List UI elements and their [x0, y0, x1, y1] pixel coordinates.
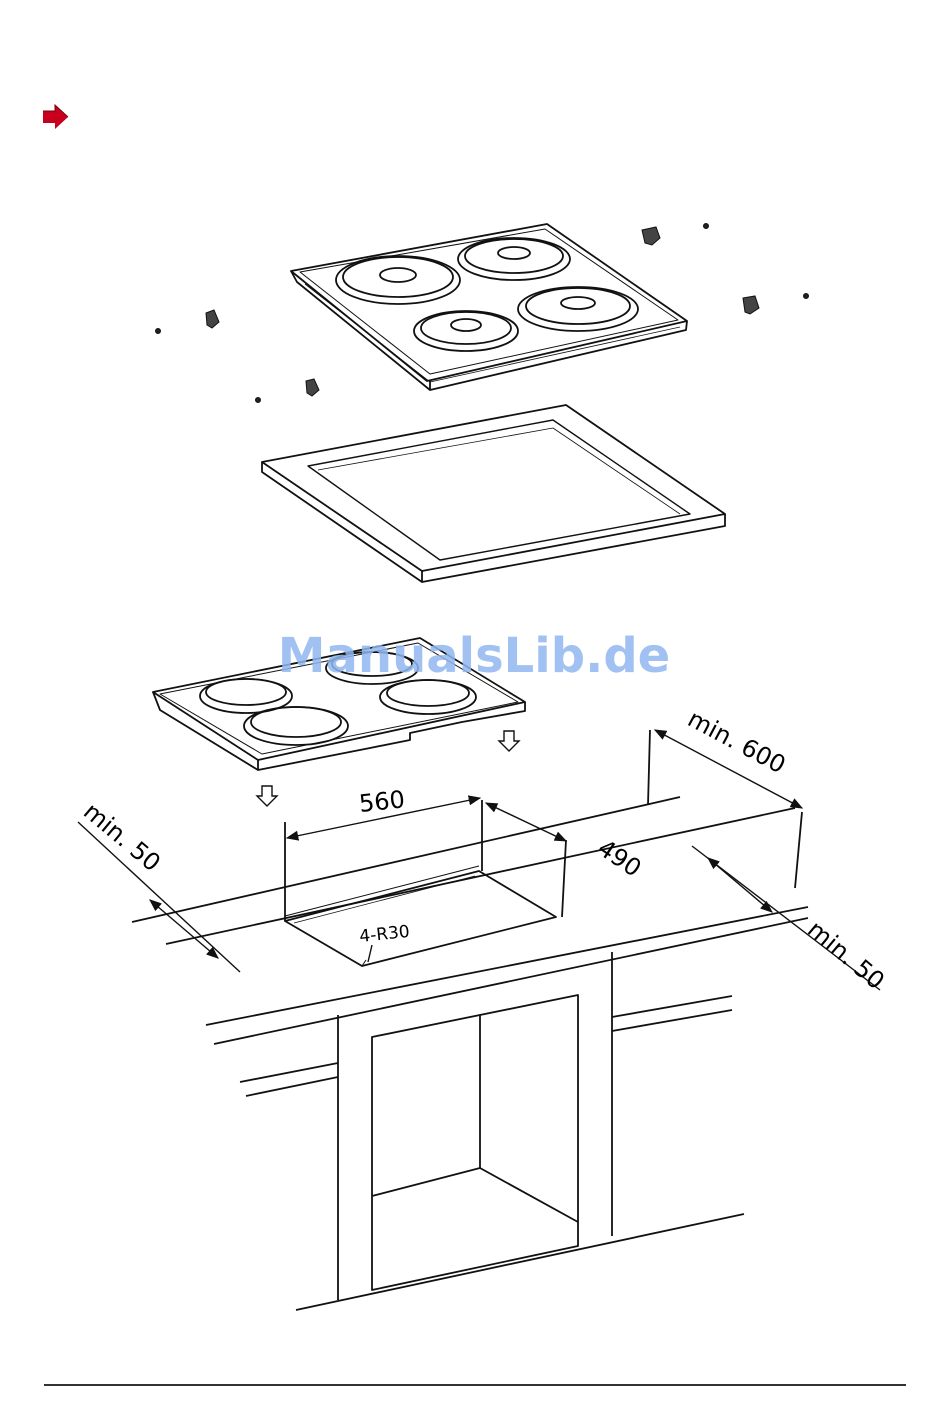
- cabinet: [240, 952, 744, 1310]
- hob-exploded-top: [291, 224, 687, 390]
- hot-plate-back-right: [458, 238, 570, 280]
- red-arrow-bullet-icon: [43, 105, 68, 129]
- footer-rule: [44, 1384, 906, 1386]
- dim-corner-radius: 4-R30: [358, 922, 410, 947]
- dim-min-right: min. 50: [802, 915, 890, 995]
- watermark: ManualsLib.de: [278, 628, 670, 684]
- hot-plate-back-left: [336, 256, 460, 304]
- dim-cutout-width: 560: [358, 785, 406, 818]
- dim-min-back: min. 600: [683, 705, 790, 780]
- worktop: [132, 730, 808, 1044]
- hot-plate-front-left: [414, 311, 518, 351]
- dim-min-left: min. 50: [78, 797, 166, 877]
- hot-plate-front-right: [518, 287, 638, 331]
- sealing-frame: [262, 405, 725, 582]
